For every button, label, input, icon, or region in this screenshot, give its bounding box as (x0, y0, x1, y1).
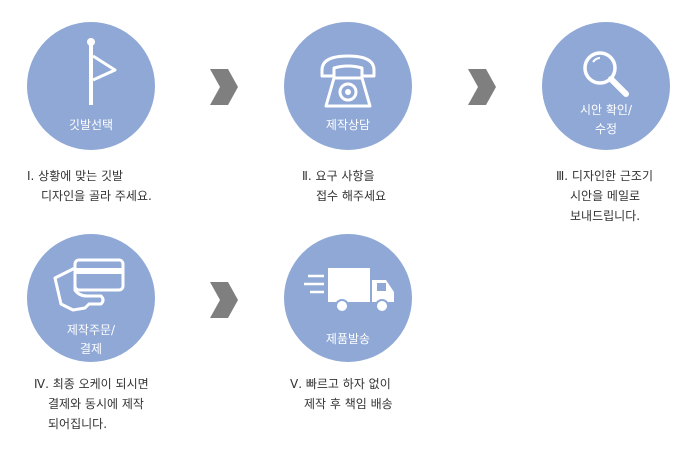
step-4-desc-line-2: 결제와 동시에 제작 (48, 397, 144, 411)
step-4-title-line-2: 결제 (79, 342, 103, 356)
step-2-circle: 제작상담 (284, 22, 412, 150)
step-2-desc-line-2: 접수 해주세요 (316, 189, 387, 203)
step-3-desc-line-3: 보내드립니다. (570, 209, 641, 223)
next-arrow-icon (210, 69, 238, 105)
card-hand-icon (53, 258, 125, 312)
step-1-description: Ⅰ. 상황에 맞는 깃발 디자인을 골라 주세요. (27, 166, 152, 206)
step-2-description: Ⅱ. 요구 사항을 접수 해주세요 (302, 166, 386, 206)
step-3-title-line-2: 수정 (594, 122, 618, 136)
step-1-desc-line-1: Ⅰ. 상황에 맞는 깃발 (27, 169, 124, 183)
step-3-desc-line-2: 시안을 메일로 (570, 189, 641, 203)
step-4-desc-line-3: 되어집니다. (48, 417, 108, 431)
magnifier-icon (583, 51, 629, 97)
next-arrow-icon (468, 69, 496, 105)
step-4-title-line-1: 제작주문/ (66, 323, 116, 337)
step-4-desc-line-1: Ⅳ. 최종 오케이 되시면 (34, 377, 149, 391)
step-3-circle: 시안 확인/ 수정 (542, 22, 670, 150)
flag-icon (87, 38, 117, 105)
step-3-desc-line-1: Ⅲ. 디자인한 근조기 (556, 169, 653, 183)
step-5-circle: 제품발송 (284, 234, 412, 362)
telephone-icon (320, 54, 376, 108)
step-1-title: 깃발선택 (68, 118, 114, 132)
step-4-circle: 제작주문/ 결제 (27, 234, 155, 362)
step-4-description: Ⅳ. 최종 오케이 되시면 결제와 동시에 제작 되어집니다. (34, 374, 149, 434)
step-5-desc-line-1: Ⅴ. 빠르고 하자 없이 (290, 377, 391, 391)
step-5-title: 제품발송 (325, 332, 371, 346)
step-2-title: 제작상담 (325, 118, 371, 132)
step-1-desc-line-2: 디자인을 골라 주세요. (41, 189, 152, 203)
step-1-circle: 깃발선택 (27, 22, 155, 150)
step-3-title-line-1: 시안 확인/ (579, 103, 633, 117)
step-5-description: Ⅴ. 빠르고 하자 없이 제작 후 책임 배송 (290, 374, 393, 414)
step-2-desc-line-1: Ⅱ. 요구 사항을 (302, 169, 375, 183)
next-arrow-icon (210, 282, 238, 318)
delivery-truck-icon (304, 268, 394, 313)
step-5-desc-line-2: 제작 후 책임 배송 (304, 397, 393, 411)
step-3-description: Ⅲ. 디자인한 근조기 시안을 메일로 보내드립니다. (556, 166, 653, 226)
